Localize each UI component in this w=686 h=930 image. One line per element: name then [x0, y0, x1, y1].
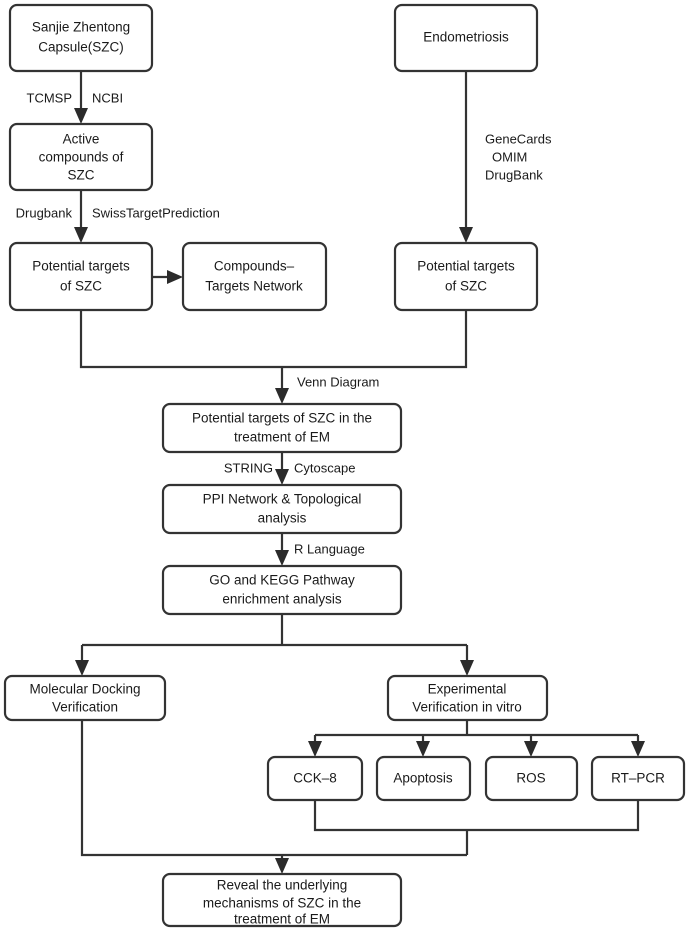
- arrow-kegg-to-experimental: [460, 660, 474, 676]
- node-reveal-underlying-mechanisms[interactable]: Reveal the underlying mechanisms of SZC …: [161, 872, 403, 928]
- node-label-experimental-line1: Experimental: [428, 682, 507, 697]
- edge-label-genecards: GeneCards: [485, 131, 552, 146]
- node-label-reveal-line3: treatment of EM: [234, 912, 330, 927]
- node-label-docking-line2: Verification: [52, 700, 118, 715]
- node-label-kegg-line2: enrichment analysis: [222, 592, 342, 607]
- node-molecular-docking-verification[interactable]: Molecular Docking Verification: [3, 674, 167, 722]
- node-apoptosis[interactable]: Apoptosis: [375, 755, 472, 802]
- node-go-kegg-pathway-enrichment[interactable]: GO and KEGG Pathway enrichment analysis: [161, 564, 403, 616]
- node-label-targets-left-line2: of SZC: [60, 279, 102, 294]
- node-label-targets-left-line1: Potential targets: [32, 259, 130, 274]
- node-label-experimental-line2: Verification in vitro: [412, 700, 522, 715]
- node-box-potential-targets-right: [393, 241, 539, 312]
- node-label-sanjie-line2: Capsule(SZC): [38, 40, 124, 55]
- node-label-ros: ROS: [516, 771, 545, 786]
- node-potential-targets-treatment-em[interactable]: Potential targets of SZC in the treatmen…: [161, 402, 403, 454]
- edge-label-ncbi: NCBI: [92, 90, 123, 105]
- node-label-docking-line1: Molecular Docking: [29, 682, 140, 697]
- node-label-reveal-line2: mechanisms of SZC in the: [203, 896, 361, 911]
- node-ros[interactable]: ROS: [484, 755, 579, 802]
- edge-label-swiss-target-prediction: SwissTargetPrediction: [92, 205, 220, 220]
- edge-label-string: STRING: [224, 460, 273, 475]
- node-box-compounds-targets-network: [181, 241, 328, 312]
- node-label-active-line3: SZC: [68, 168, 95, 183]
- arrow-to-rtpcr: [631, 741, 645, 757]
- node-box-go-kegg: [161, 564, 403, 616]
- node-label-apoptosis: Apoptosis: [393, 771, 453, 786]
- node-ppi-network-topological-analysis[interactable]: PPI Network & Topological analysis: [161, 483, 403, 535]
- node-label-treatment-em-line2: treatment of EM: [234, 430, 330, 445]
- arrow-kegg-to-docking: [75, 660, 89, 676]
- node-box-sanjie-zhentong-capsule: [8, 3, 154, 73]
- arrow-to-ros: [524, 741, 538, 757]
- node-box-targets-treatment-em: [161, 402, 403, 454]
- node-label-targets-right-line1: Potential targets: [417, 259, 515, 274]
- edge-label-r-language: R Language: [294, 541, 365, 556]
- node-label-reveal-line1: Reveal the underlying: [217, 878, 348, 893]
- node-active-compounds-of-szc[interactable]: Active compounds of SZC: [8, 122, 154, 192]
- arrow-to-apoptosis: [416, 741, 430, 757]
- connector-merge-to-venn: [79, 310, 468, 369]
- arrow-targets-to-network: [167, 270, 183, 284]
- arrow-em-to-ppi: [275, 469, 289, 485]
- connector-assays-merge: [313, 800, 640, 832]
- node-label-cck-8: CCK–8: [293, 771, 337, 786]
- node-rt-pcr[interactable]: RT–PCR: [590, 755, 686, 802]
- node-box-reveal-mechanisms: [161, 872, 403, 928]
- node-cck-8[interactable]: CCK–8: [266, 755, 364, 802]
- arrow-to-cck8: [308, 741, 322, 757]
- node-label-ppi-line2: analysis: [258, 511, 307, 526]
- arrow-active-to-targets: [74, 227, 88, 243]
- node-box-molecular-docking: [3, 674, 167, 722]
- edge-label-venn-diagram: Venn Diagram: [297, 374, 379, 389]
- node-sanjie-zhentong-capsule[interactable]: Sanjie Zhentong Capsule(SZC): [8, 3, 154, 73]
- connector-docking-to-final: [80, 720, 467, 857]
- node-label-rt-pcr: RT–PCR: [611, 771, 665, 786]
- node-box-rt-pcr: [590, 755, 686, 802]
- node-label-network-line2: Targets Network: [205, 279, 303, 294]
- nodes-group: Sanjie Zhentong Capsule(SZC) Endometrios…: [3, 3, 686, 928]
- node-experimental-verification-in-vitro[interactable]: Experimental Verification in vitro: [386, 674, 549, 722]
- edge-label-tcmsp: TCMSP: [27, 90, 73, 105]
- node-box-ppi-network: [161, 483, 403, 535]
- node-box-potential-targets-left: [8, 241, 154, 312]
- node-label-kegg-line1: GO and KEGG Pathway: [209, 573, 355, 588]
- arrow-endometriosis-to-targets: [459, 227, 473, 243]
- edge-label-drugbank-right: DrugBank: [485, 167, 543, 182]
- connectors-group: [74, 71, 645, 874]
- node-box-cck-8: [266, 755, 364, 802]
- edge-label-cytoscape: Cytoscape: [294, 460, 355, 475]
- node-box-ros: [484, 755, 579, 802]
- node-label-targets-right-line2: of SZC: [445, 279, 487, 294]
- node-potential-targets-of-szc-right[interactable]: Potential targets of SZC: [393, 241, 539, 312]
- node-box-endometriosis: [393, 3, 539, 73]
- node-label-active-line2: compounds of: [39, 150, 124, 165]
- node-label-endometriosis: Endometriosis: [423, 30, 509, 45]
- arrow-venn-to-targets-em: [275, 388, 289, 404]
- node-box-active-compounds: [8, 122, 154, 192]
- node-label-active-line1: Active: [63, 132, 100, 147]
- arrow-szc-to-active: [74, 108, 88, 124]
- arrow-ppi-to-kegg: [275, 550, 289, 566]
- node-box-experimental-verification: [386, 674, 549, 722]
- edge-label-omim: OMIM: [492, 149, 527, 164]
- node-endometriosis[interactable]: Endometriosis: [393, 3, 539, 73]
- node-box-apoptosis: [375, 755, 472, 802]
- node-label-treatment-em-line1: Potential targets of SZC in the: [192, 411, 372, 426]
- arrow-to-final-conclusion: [275, 858, 289, 874]
- node-label-sanjie-line1: Sanjie Zhentong: [32, 20, 130, 35]
- edge-labels-group: TCMSP NCBI Drugbank SwissTargetPredictio…: [16, 90, 552, 556]
- edge-label-drugbank: Drugbank: [16, 205, 73, 220]
- node-compounds-targets-network[interactable]: Compounds– Targets Network: [181, 241, 328, 312]
- node-label-ppi-line1: PPI Network & Topological: [203, 492, 362, 507]
- node-potential-targets-of-szc-left[interactable]: Potential targets of SZC: [8, 241, 154, 312]
- node-label-network-line1: Compounds–: [214, 259, 295, 274]
